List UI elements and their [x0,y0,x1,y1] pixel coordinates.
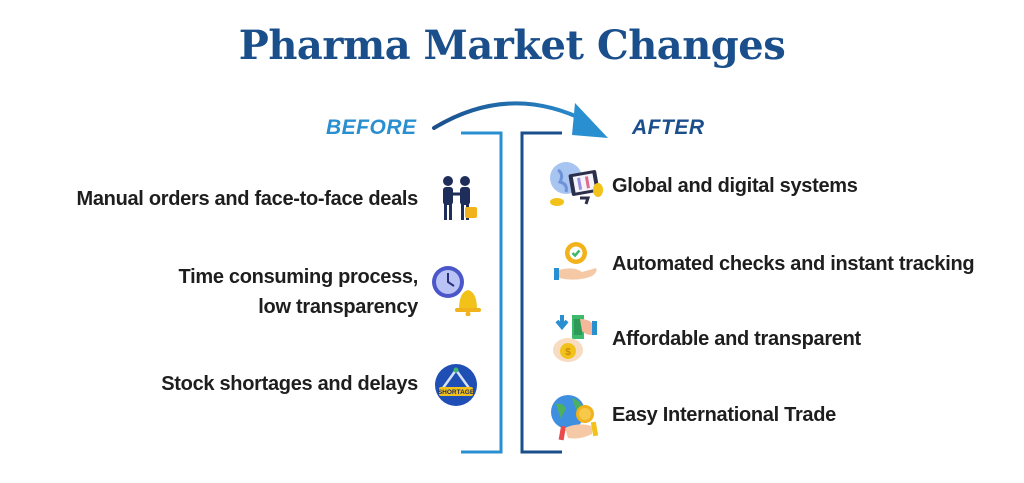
gear-check-hand-icon [552,240,604,292]
before-label: BEFORE [326,116,417,139]
handshake-people-icon [432,172,484,224]
shortage-sign-icon: SHORTAGE [433,362,485,414]
arrowhead-icon [572,103,608,138]
page-title: Pharma Market Changes [238,22,786,69]
after-label: AFTER [632,116,705,139]
before-item-1: Manual orders and face-to-face deals [76,188,418,210]
before-bracket [461,131,503,454]
clock-bell-icon [430,264,482,317]
before-item-2: Time consuming process, low transparency [178,266,419,318]
after-bracket [520,131,562,454]
curved-arrow-icon [432,101,590,130]
after-item-4: Easy International Trade [612,404,836,426]
globe-handshake-icon [550,392,602,444]
globe-monitor-icon [548,160,603,212]
after-item-3: Affordable and transparent [612,328,861,350]
money-bag-icon: $ [552,313,604,365]
svg-text:$: $ [565,347,571,358]
after-item-1: Global and digital systems [612,175,858,197]
after-item-2: Automated checks and instant tracking [612,253,975,275]
before-item-3: Stock shortages and delays [161,373,418,395]
svg-text:SHORTAGE: SHORTAGE [438,389,475,396]
